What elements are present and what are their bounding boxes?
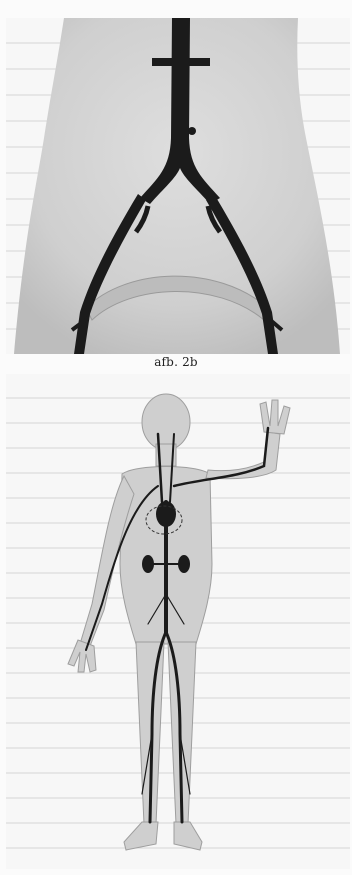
circulation-illustration-panel bbox=[6, 374, 350, 869]
right-kidney bbox=[178, 555, 190, 573]
aorta-illustration-panel bbox=[6, 18, 350, 354]
figure-caption: afb. 2b bbox=[0, 355, 352, 369]
left-kidney bbox=[142, 555, 154, 573]
circulation-illustration bbox=[6, 374, 350, 869]
aorta-illustration bbox=[6, 18, 350, 354]
renal-arteries bbox=[152, 58, 210, 66]
